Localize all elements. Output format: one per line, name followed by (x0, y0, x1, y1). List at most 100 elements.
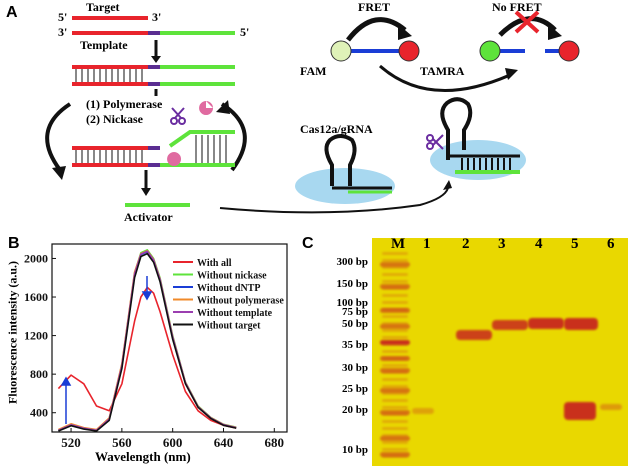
x-axis-label: Wavelength (nm) (95, 449, 191, 464)
ladder-faint-band (382, 252, 408, 255)
ladder-faint-band (382, 259, 408, 262)
activated-duplex-rungs (461, 158, 511, 170)
ladder-faint-band (382, 399, 408, 402)
lane-6-band (600, 404, 622, 410)
ladder-faint-band (382, 266, 408, 269)
ladder-faint-band (382, 378, 408, 381)
target-3prime: 3' (152, 10, 162, 24)
ladder-band (380, 324, 410, 329)
ladder-band (380, 262, 410, 267)
duplex-1-rungs (75, 69, 143, 82)
ladder-faint-band (382, 336, 408, 339)
ladder-faint-band (382, 441, 408, 444)
ladder-label: 50 bp (342, 318, 368, 330)
ladder-faint-band (382, 280, 408, 283)
cleavage-arrow (379, 64, 511, 92)
legend-label-2: Without dNTP (197, 283, 260, 294)
fret-arrow (346, 17, 407, 42)
legend-label-4: Without template (197, 308, 273, 319)
ladder-band (380, 356, 410, 361)
ladder-faint-band (382, 371, 408, 374)
x-tick-label: 600 (163, 435, 183, 450)
lane-1-band (412, 408, 434, 414)
cas12a-label: Cas12a/gRNA (300, 122, 373, 136)
panel-a-letter: A (6, 4, 18, 21)
ladder-faint-band (382, 350, 408, 353)
panel-c-letter: C (302, 235, 314, 252)
ladder-faint-band (382, 301, 408, 304)
ladder-band (380, 340, 410, 345)
lane-5-band-upper (564, 318, 598, 330)
fret-label: FRET (358, 0, 391, 14)
y-tick-label: 1200 (24, 329, 48, 343)
no-fret-label: No FRET (492, 0, 542, 14)
ladder-faint-band (382, 413, 408, 416)
fam-dye-free (479, 40, 501, 62)
ladder-faint-band (382, 322, 408, 325)
ladder-faint-band (382, 448, 408, 451)
ladder-faint-band (382, 455, 408, 458)
template-3prime: 3' (58, 25, 68, 39)
template-5prime: 5' (240, 25, 250, 39)
legend-label-0: With all (197, 258, 232, 269)
lane-label-1: 1 (423, 236, 431, 252)
ladder-label: 10 bp (342, 444, 368, 456)
cycle-arrow-left (45, 102, 72, 172)
y-tick-label: 2000 (24, 251, 48, 265)
y-ticks: 400 800 1200 1600 2000 (24, 251, 56, 420)
ladder-band (380, 410, 410, 415)
signal-arrow-520 (60, 376, 72, 424)
ladder-faint-band (382, 273, 408, 276)
ladder-faint-band (382, 420, 408, 423)
activator-arrow (219, 187, 449, 214)
ladder-faint-band (382, 357, 408, 360)
polymerase-icon (199, 101, 214, 115)
y-tick-label: 1600 (24, 290, 48, 304)
lane-label-3: 3 (498, 236, 506, 252)
nickase-icon (170, 107, 186, 125)
ladder-band (380, 308, 410, 313)
lane-4-band (528, 318, 564, 329)
ladder-band (380, 368, 410, 373)
activated-gRNA-hairpin (440, 97, 473, 160)
ladder-label: 20 bp (342, 404, 368, 416)
fam-dye-quenched (330, 40, 352, 62)
y-axis-label: Fluorescence intensity (a.u.) (5, 260, 20, 405)
gel-image (372, 238, 628, 466)
ladder-band (380, 284, 410, 289)
ladder-faint-band (382, 427, 408, 430)
panel-a-schematic (45, 10, 580, 214)
signal-arrow-580 (141, 276, 153, 301)
series-line-5 (58, 252, 237, 432)
panel-b-letter: B (8, 235, 20, 252)
ladder-faint-band (382, 392, 408, 395)
ladder-label: 75 bp (342, 306, 368, 318)
tamra-label: TAMRA (420, 64, 465, 78)
ladder-faint-band (382, 329, 408, 332)
x-tick-label: 680 (265, 435, 285, 450)
ladder-faint-band (382, 294, 408, 297)
tamra-dye (398, 40, 420, 62)
y-tick-label: 800 (30, 367, 48, 381)
polymerase-step: (1) Polymerase (86, 97, 163, 111)
x-tick-label: 520 (61, 435, 81, 450)
ladder-label: 150 bp (336, 278, 369, 290)
tamra-dye-free (558, 40, 580, 62)
chart-series-group (57, 249, 237, 432)
ladder-faint-band (382, 406, 408, 409)
ladder-band (380, 452, 410, 457)
target-label: Target (86, 0, 120, 14)
ladder-faint-band (382, 343, 408, 346)
ladder-label: 100 bp (336, 297, 369, 309)
ladder-faint-band (382, 364, 408, 367)
ladder-band (380, 388, 410, 393)
scissors-icon (426, 134, 444, 150)
lane-label-6: 6 (607, 236, 615, 252)
y-tick-label: 400 (30, 406, 48, 420)
ladder-faint-band (382, 308, 408, 311)
ladder-label: 35 bp (342, 339, 368, 351)
ladder-label: 300 bp (336, 256, 369, 268)
